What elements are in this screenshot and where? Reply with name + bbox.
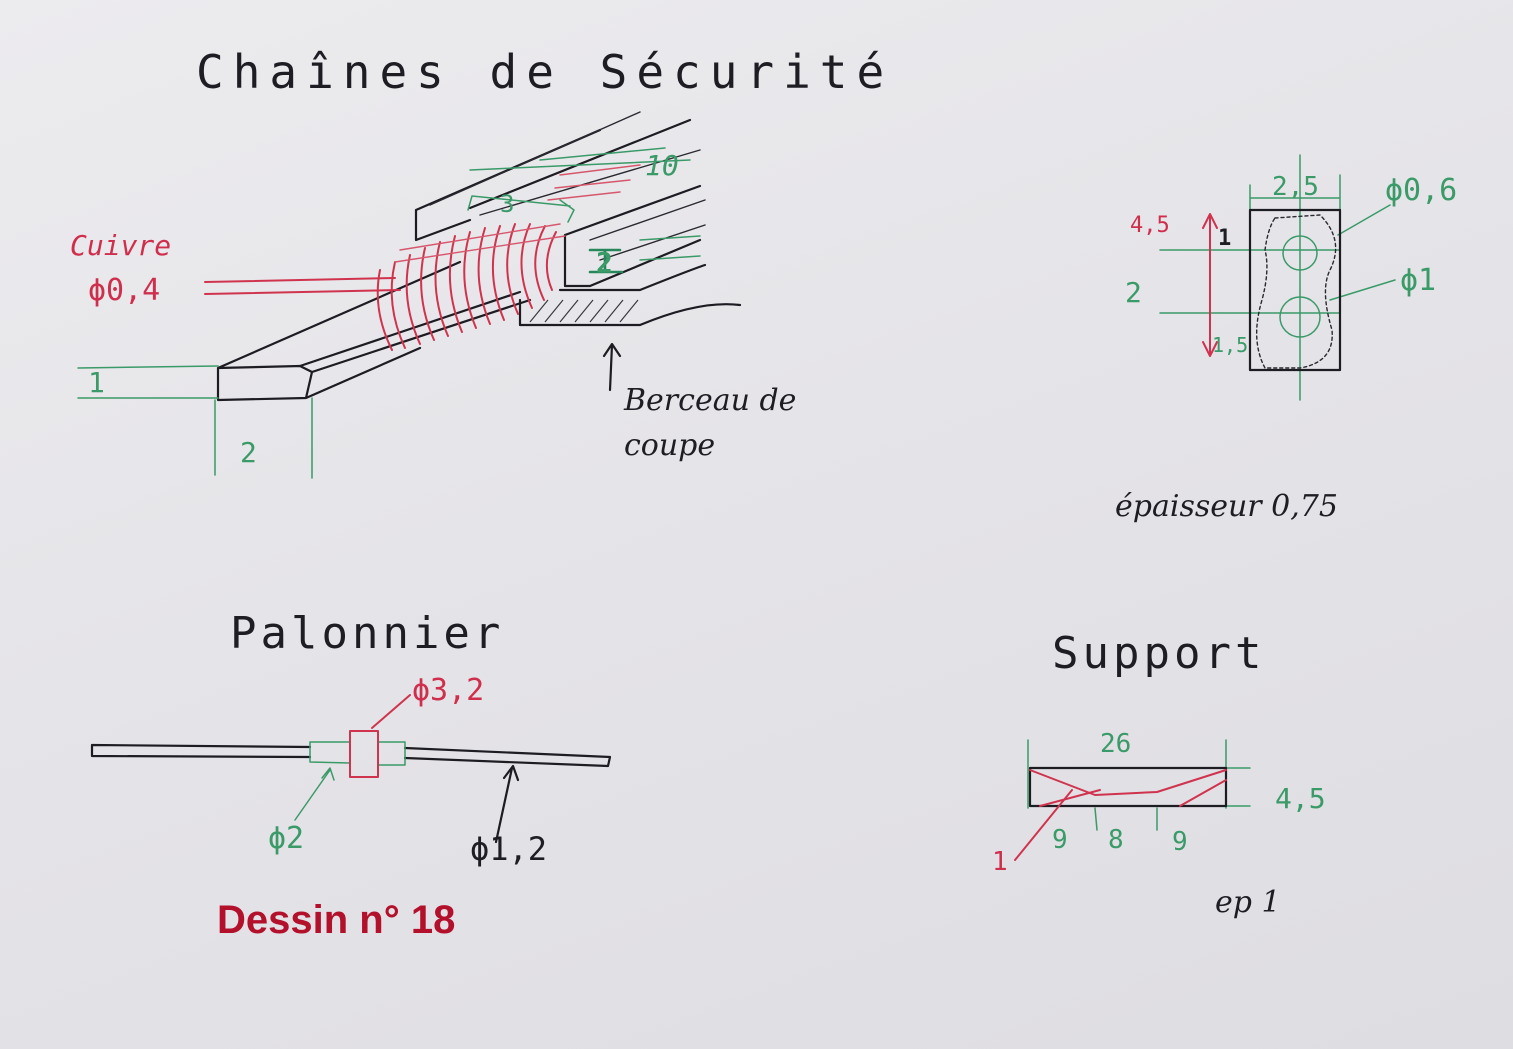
pitch-dim: 3 (500, 190, 514, 218)
support-seg-left: 9 (1052, 825, 1068, 855)
jig-block-lines (429, 111, 706, 261)
copper-coil (376, 223, 566, 351)
link-thickness: épaisseur 0,75 (1115, 489, 1338, 524)
link-bottom-dim: 1,5 (1212, 333, 1248, 357)
link-plate-outline (1248, 208, 1342, 372)
chain-jig-drawing (77, 111, 742, 479)
small-hole (1282, 235, 1318, 271)
support-wire-path (1029, 769, 1227, 807)
rod-leader (494, 764, 520, 844)
cradle-hatching (529, 299, 639, 323)
large-hole-diameter: ϕ1 (1400, 263, 1436, 298)
link-plate-drawing (1159, 154, 1396, 401)
palonnier-rod (90, 743, 612, 768)
sheet-title: Chaînes de Sécurité (196, 45, 893, 99)
chain-dimensions (77, 147, 701, 479)
drawing-number: Dessin n° 18 (217, 898, 455, 942)
link-height-arrow (1202, 213, 1218, 357)
large-hole (1279, 296, 1321, 338)
wire-material-label: Cuivre (70, 229, 171, 262)
bar-height-dim: 1 (88, 366, 105, 399)
support-height-dim: 4,5 (1275, 782, 1326, 815)
support-drawing (1014, 739, 1251, 861)
mandrel-bar (216, 260, 532, 402)
support-title: Support (1052, 628, 1265, 679)
wire-leader (1014, 789, 1073, 861)
collar-leader (294, 767, 335, 821)
support-thickness: ep 1 (1215, 885, 1281, 920)
link-mid-dim: 2 (1125, 276, 1142, 309)
palonnier-drawing (90, 694, 612, 844)
link-width-dim: 2,5 (1272, 172, 1319, 202)
small-hole-diameter: ϕ0,6 (1385, 173, 1457, 208)
link-top-dim: 1 (1218, 226, 1231, 251)
collar-diameter: ϕ2 (268, 821, 304, 856)
link-plate-cutline (1255, 214, 1337, 369)
hub-leader (371, 694, 411, 729)
link-height-dim: 4,5 (1130, 213, 1170, 238)
block-height-dim: 2 (596, 246, 613, 279)
rod-diameter: ϕ1,2 (470, 830, 547, 868)
length-dim: 10 (645, 149, 679, 182)
cradle-label-line2: coupe (624, 428, 715, 463)
cradle-label-line1: Berceau de (623, 383, 796, 418)
jig-block (414, 118, 702, 288)
bar-width-dim: 2 (240, 436, 257, 469)
palonnier-hub (349, 730, 379, 778)
hub-diameter: ϕ3,2 (412, 673, 484, 708)
palonnier-collars (309, 741, 406, 766)
winding-guide-lines (547, 164, 641, 201)
support-wire-dim: 1 (992, 847, 1008, 877)
support-width-dim: 26 (1100, 729, 1131, 759)
cutting-cradle (518, 263, 742, 327)
cradle-arrow (602, 342, 622, 392)
support-outline (1028, 766, 1228, 808)
palonnier-title: Palonnier (230, 608, 504, 659)
wire-diameter-label: ϕ0,4 (88, 273, 160, 308)
support-seg-mid: 8 (1108, 825, 1124, 855)
support-seg-right: 9 (1172, 827, 1188, 857)
copper-wire-lead (204, 277, 401, 295)
